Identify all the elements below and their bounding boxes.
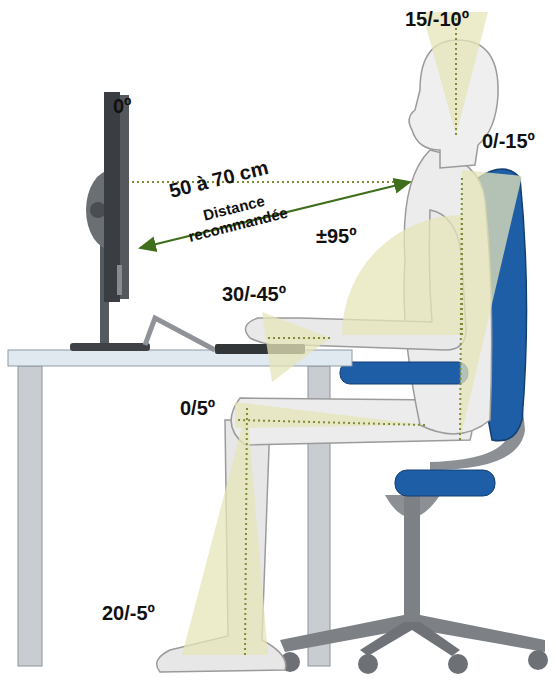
angle-label: ±95º	[316, 225, 357, 247]
angle-label: 15/-10º	[405, 8, 469, 30]
reference-lines	[132, 12, 462, 655]
chair-seat	[395, 470, 495, 496]
angle-wedges	[182, 12, 522, 655]
document-holder	[145, 318, 215, 350]
chair-armrest	[340, 362, 468, 384]
monitor	[70, 92, 150, 351]
desk-leg	[18, 366, 42, 666]
angle-label: 0/-15º	[482, 130, 535, 152]
angle-label: 0/5º	[180, 397, 215, 419]
angle-label: 0º	[113, 95, 131, 117]
angle-label: 30/-45º	[222, 283, 286, 305]
angle-label: 20/-5º	[102, 602, 155, 624]
